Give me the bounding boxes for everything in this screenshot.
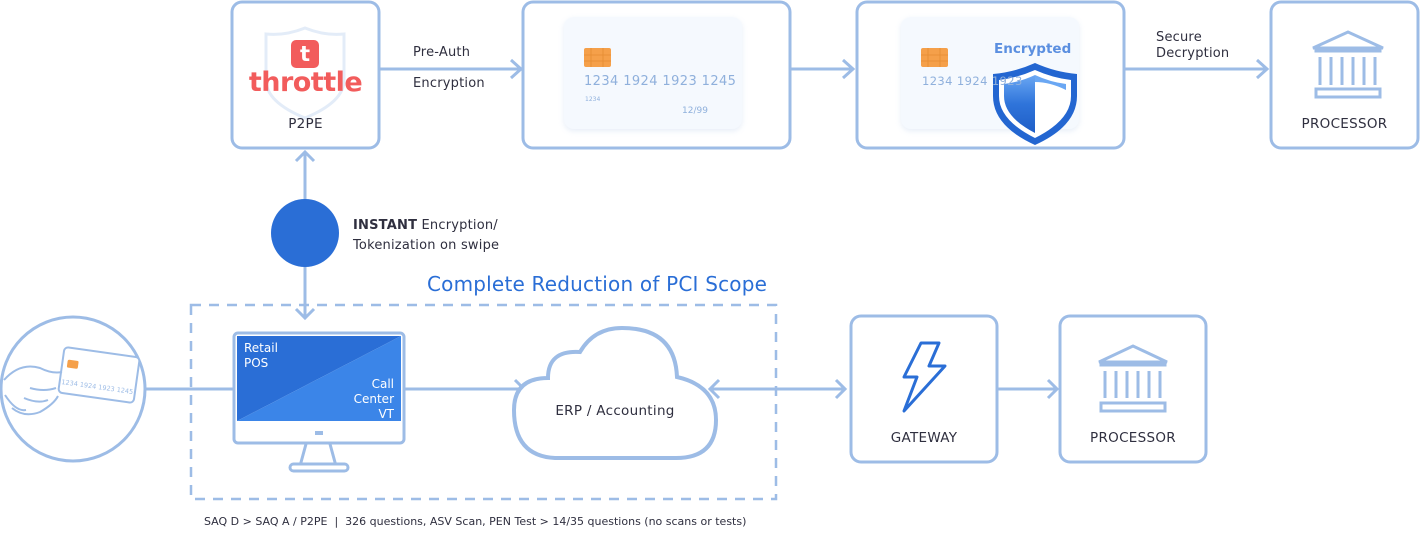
encryption-label: Encryption	[413, 76, 485, 91]
lightning-bolt-icon	[902, 341, 947, 413]
bank-icon	[1312, 30, 1384, 99]
processor-top-label: PROCESSOR	[1301, 116, 1388, 132]
instant-line2: Tokenization on swipe	[353, 238, 500, 253]
card-expiry: 12/99	[682, 106, 708, 116]
throttle-brand-wordmark: throttle	[248, 67, 363, 98]
chip-icon	[921, 48, 948, 67]
gateway-to-processor-head	[1046, 378, 1060, 400]
secure-label: Secure	[1156, 30, 1202, 45]
pci-scope-boundary	[189, 303, 778, 501]
hand-holding-card-icon	[3, 346, 141, 416]
erp-label: ERP / Accounting	[555, 403, 675, 419]
chip-icon	[584, 48, 611, 67]
terminal-monitor-icon	[232, 331, 406, 473]
call-line: Call	[371, 377, 394, 391]
instant-encryption-note: INSTANT Encryption/ Tokenization on swip…	[353, 216, 499, 256]
saq-footnote: SAQ D > SAQ A / P2PE | 326 questions, AS…	[204, 515, 747, 528]
throttle-logo-letter: t	[299, 42, 311, 66]
p2pe-label: P2PE	[288, 116, 323, 132]
pos-line: POS	[244, 356, 269, 370]
center-line: Center	[353, 392, 394, 406]
instant-encryption-dot	[271, 199, 339, 267]
call-center-vt-label: Call Center VT	[334, 377, 394, 422]
processor-bottom-label: PROCESSOR	[1090, 430, 1176, 446]
instant-bold: INSTANT	[353, 218, 418, 233]
pre-auth-arrow-head	[509, 58, 524, 80]
encrypted-card-number: 1234 1924 1923	[922, 74, 1023, 88]
bank-icon	[1098, 344, 1168, 413]
instant-rest: Encryption/	[417, 218, 498, 233]
faint-shield-icon	[264, 26, 346, 120]
gateway-label: GATEWAY	[890, 430, 958, 446]
retail-pos-label: Retail POS	[244, 341, 278, 371]
vt-line: VT	[378, 407, 394, 421]
decrypt-arrow-head	[1255, 58, 1270, 80]
decryption-label: Decryption	[1156, 46, 1230, 61]
encrypted-badge: Encrypted	[994, 41, 1072, 57]
erp-gateway-left-head	[707, 378, 721, 400]
pci-scope-title: Complete Reduction of PCI Scope	[427, 272, 768, 296]
encrypted-shield-icon	[993, 63, 1077, 145]
arrow-to-encrypted-head	[841, 58, 856, 80]
erp-cloud-icon	[511, 325, 719, 460]
card-number: 1234 1924 1923 1245	[584, 74, 737, 89]
up-arrow-head	[294, 149, 316, 163]
retail-line: Retail	[244, 341, 278, 355]
throttle-logo-icon	[291, 40, 319, 68]
erp-gateway-right-head	[834, 378, 848, 400]
p2pe-node-box	[230, 0, 381, 150]
down-arrow-head	[294, 307, 316, 321]
processor-top-node-box	[1269, 0, 1420, 150]
processor-bottom-node-box	[1058, 314, 1208, 464]
card-small-number: 1234	[585, 96, 601, 103]
pre-auth-label: Pre-Auth	[413, 45, 471, 60]
plain-card-graphic	[564, 17, 742, 129]
